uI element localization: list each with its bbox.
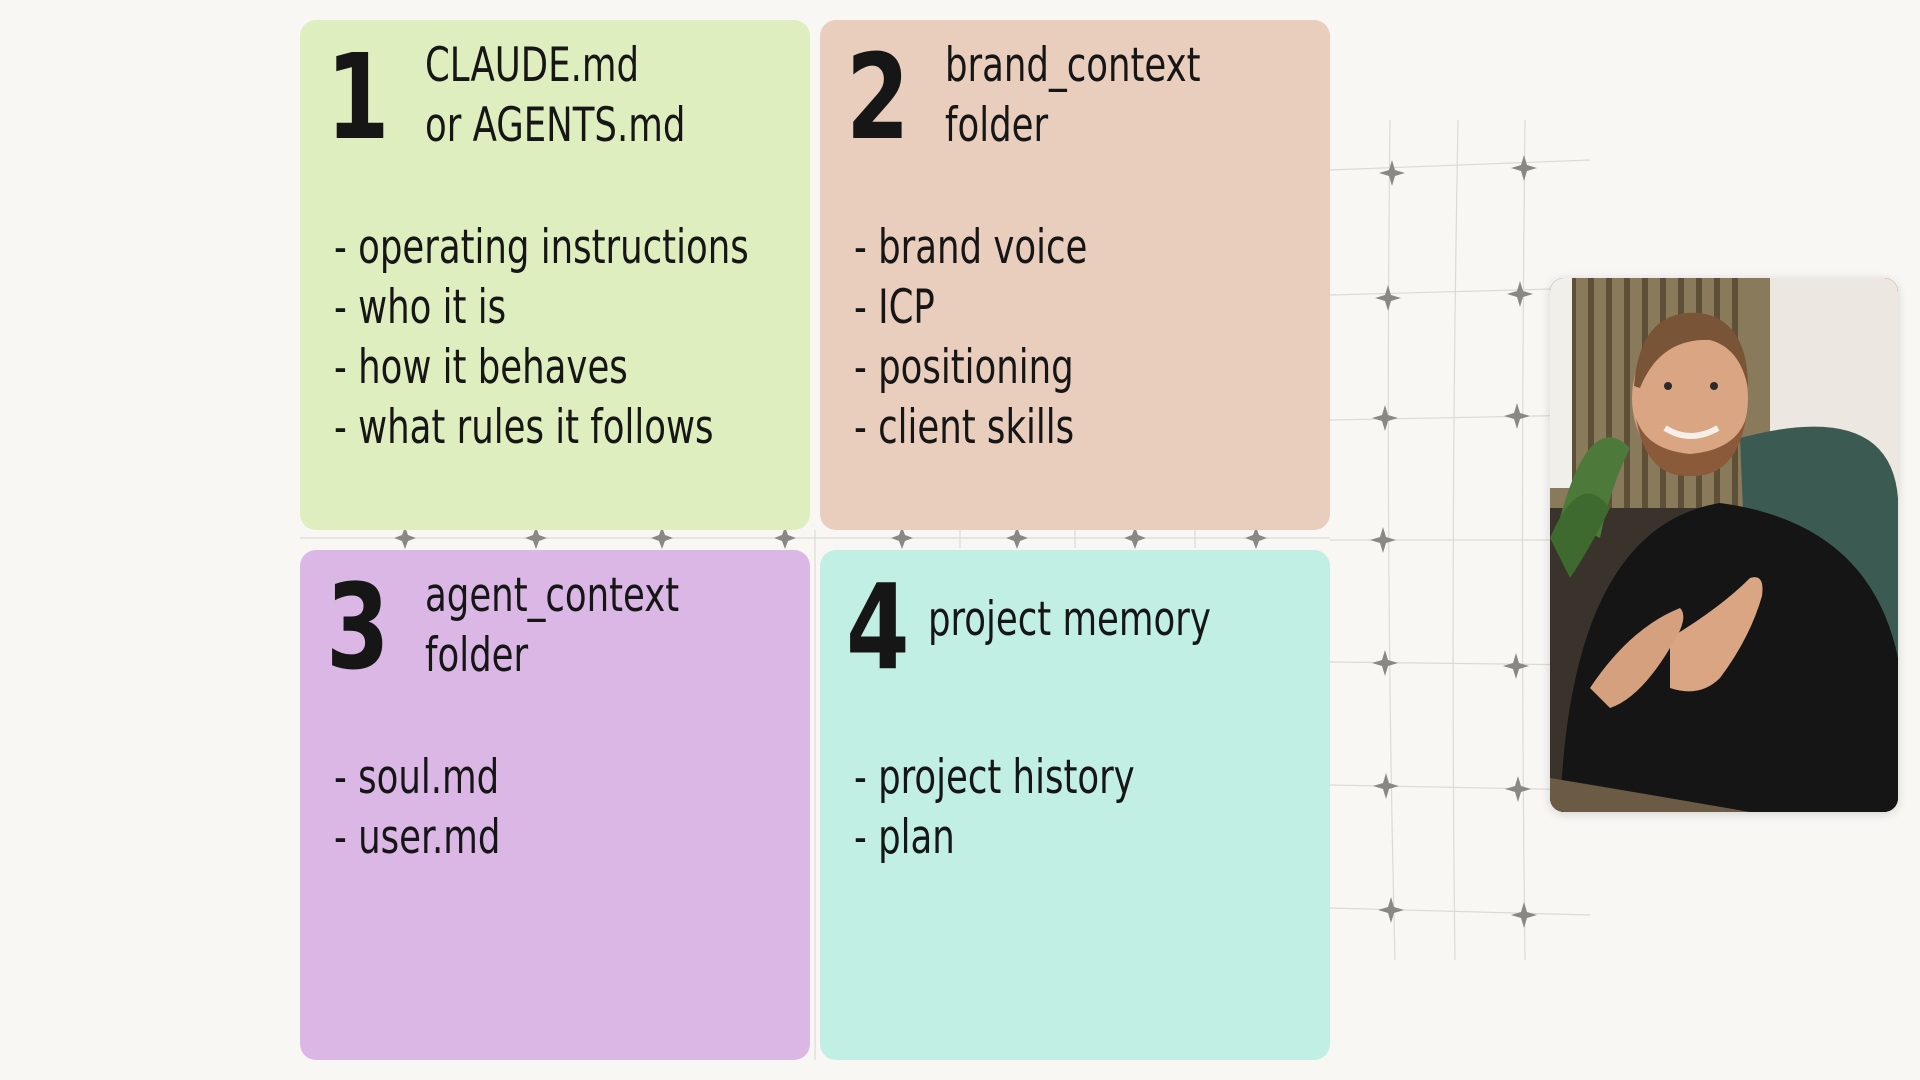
- list-item: - soul.md: [334, 750, 500, 805]
- list-item: - project history: [854, 750, 1135, 805]
- card-number: 1: [326, 28, 390, 166]
- card-title-line: brand_context: [945, 38, 1201, 93]
- card-number: 4: [846, 558, 910, 696]
- card-title: project memory: [928, 590, 1211, 650]
- card-title: CLAUDE.md or AGENTS.md: [425, 36, 685, 156]
- list-item: - client skills: [854, 400, 1075, 455]
- list-item: - brand voice: [854, 220, 1088, 275]
- list-item: - how it behaves: [334, 340, 628, 395]
- list-item: - user.md: [334, 810, 501, 865]
- list-item: - who it is: [334, 280, 507, 335]
- card-title-line: folder: [425, 628, 529, 683]
- card-number: 3: [326, 558, 390, 696]
- card-title-line: project memory: [928, 592, 1211, 647]
- list-item: - positioning: [854, 340, 1074, 395]
- card-title-line: folder: [945, 98, 1049, 153]
- card-title: agent_context folder: [425, 566, 679, 686]
- card-item-list: - soul.md - user.md: [334, 748, 500, 868]
- card-item-list: - operating instructions - who it is - h…: [334, 218, 749, 458]
- card-project-memory: 4 project memory - project history - pla…: [820, 550, 1330, 1060]
- card-claude-md: 1 CLAUDE.md or AGENTS.md - operating ins…: [300, 20, 810, 530]
- card-title-line: agent_context: [425, 568, 680, 623]
- list-item: - operating instructions: [334, 220, 749, 275]
- star-markers: [394, 155, 1537, 928]
- card-brand-context: 2 brand_context folder - brand voice - I…: [820, 20, 1330, 530]
- card-agent-context: 3 agent_context folder - soul.md - user.…: [300, 550, 810, 1060]
- list-item: - plan: [854, 810, 955, 865]
- card-title-line: or AGENTS.md: [425, 98, 686, 153]
- card-item-list: - project history - plan: [854, 748, 1135, 868]
- card-title: brand_context folder: [945, 36, 1201, 156]
- card-title-line: CLAUDE.md: [425, 38, 640, 93]
- card-number: 2: [846, 28, 910, 166]
- list-item: - what rules it follows: [334, 400, 714, 455]
- presenter-illustration: [1550, 278, 1898, 812]
- presenter-video: [1550, 278, 1898, 812]
- card-item-list: - brand voice - ICP - positioning - clie…: [854, 218, 1087, 458]
- list-item: - ICP: [854, 280, 935, 335]
